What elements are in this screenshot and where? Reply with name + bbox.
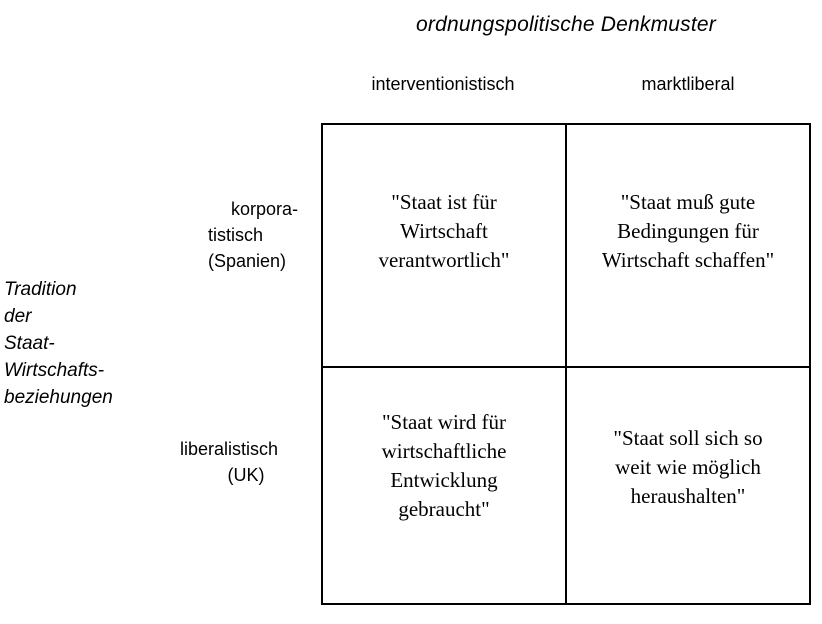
grid-horizontal-divider [323, 366, 809, 368]
matrix-cell: "Staat muß gute Bedingungen für Wirtscha… [567, 125, 809, 366]
matrix-grid: "Staat ist für Wirtschaft verantwortlich… [321, 123, 811, 605]
column-header-interventionistisch: interventionistisch [321, 72, 565, 96]
cell-text-line: Bedingungen für [617, 219, 759, 243]
cell-text-line: "Staat wird für [381, 409, 507, 434]
matrix-cell: "Staat ist für Wirtschaft verantwortlich… [323, 125, 565, 366]
row-header-liberalistisch: liberalistisch (UK) [176, 436, 316, 488]
cell-text-line: "Staat muß gute [620, 190, 756, 214]
column-header-marktliberal: marktliberal [565, 72, 811, 96]
top-axis-title: ordnungspolitische Denkmuster [416, 13, 716, 36]
left-axis-title-line: beziehungen [4, 387, 113, 408]
cell-text-line: verantwortlich" [378, 248, 510, 272]
left-axis-title-line: Staat- [4, 333, 55, 354]
left-axis-title-line: Wirtschafts- [4, 360, 105, 381]
cell-text-line: weit wie möglich [615, 455, 761, 479]
left-axis-title: Tradition der Staat- Wirtschafts- bezieh… [4, 276, 174, 411]
cell-text-line: "Staat ist für [391, 190, 497, 214]
matrix-cell: "Staat wird für wirtschaftliche Entwickl… [323, 368, 565, 607]
row-header-line: korpora- [230, 199, 298, 219]
left-axis-title-line: der [4, 306, 32, 327]
row-header-line: tistisch [208, 225, 264, 245]
row-header-line: (UK) [227, 465, 265, 485]
column-header-label: marktliberal [641, 74, 735, 94]
row-header-line: liberalistisch [180, 439, 279, 459]
column-header-label: interventionistisch [371, 74, 515, 94]
row-header-line: (Spanien) [208, 251, 287, 271]
cell-text-line: heraushalten" [630, 484, 746, 508]
row-header-korporatistisch: korpora- tistisch (Spanien) [176, 196, 316, 274]
cell-text-line: gebraucht" [398, 496, 490, 521]
cell-text-line: Wirtschaft [400, 219, 488, 243]
cell-text-line: Entwicklung [390, 467, 498, 492]
cell-text-line: Wirtschaft schaffen" [601, 248, 775, 272]
cell-text-line: wirtschaftliche [381, 438, 507, 463]
left-axis-title-line: Tradition [4, 279, 77, 300]
cell-text-line: "Staat soll sich so [613, 426, 763, 450]
grid-vertical-divider [565, 125, 567, 603]
matrix-cell: "Staat soll sich so weit wie möglich her… [567, 368, 809, 607]
